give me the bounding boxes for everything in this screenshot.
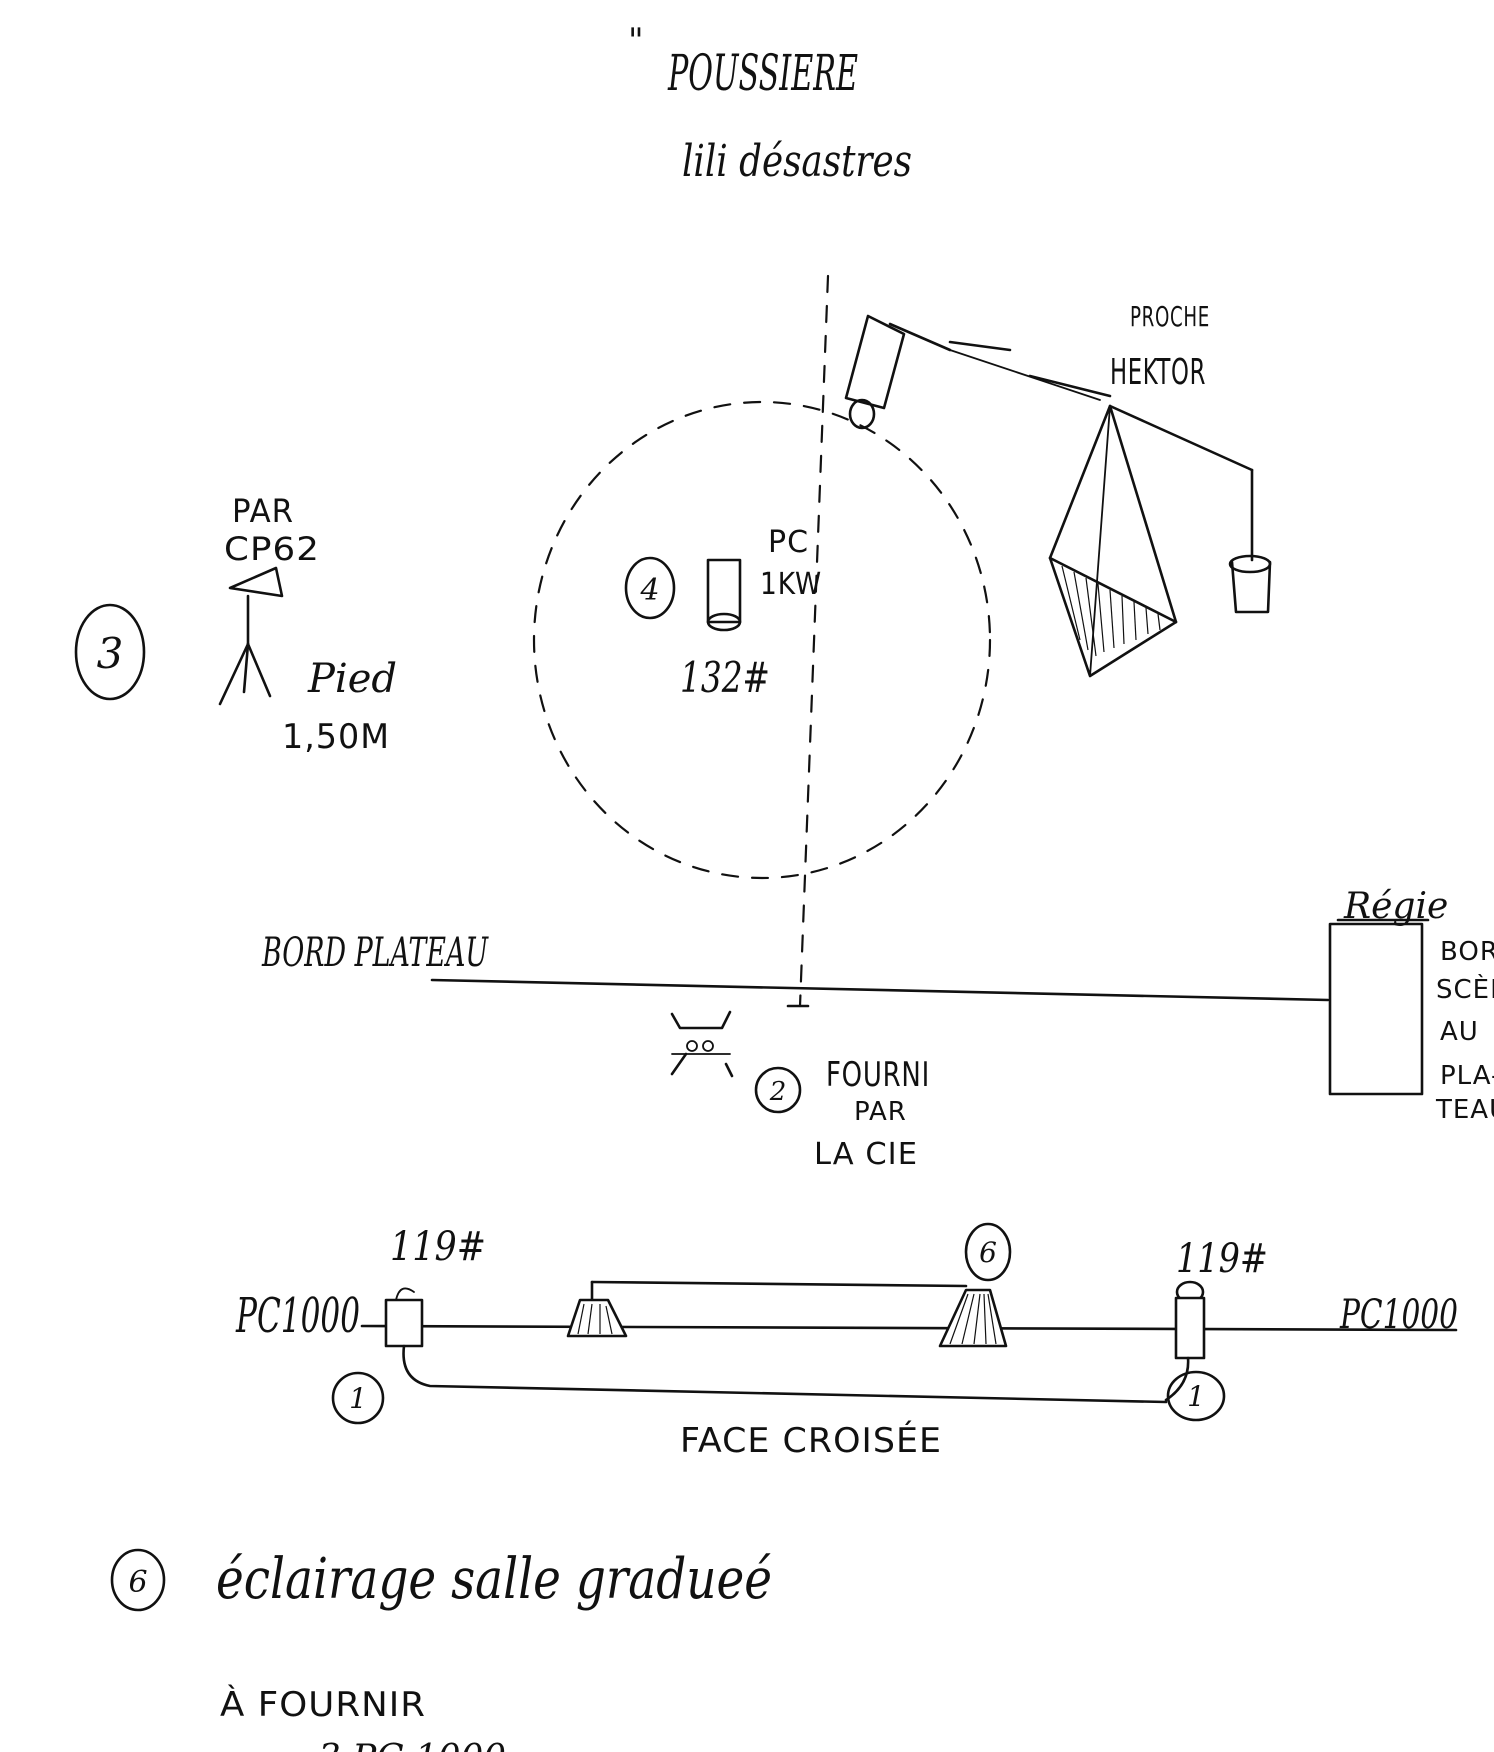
a-fournir-label: À FOURNIR <box>220 1684 426 1725</box>
svg-text:6: 6 <box>979 1236 997 1269</box>
fourni-par-la-cie: FOURNI PAR LA CIE <box>814 1055 930 1172</box>
house-light-title: éclairage salle gradueé <box>216 1547 772 1612</box>
proche-label: PROCHE <box>1130 300 1210 333</box>
pc-left-lamp-icon <box>384 1298 424 1348</box>
center-axis-line <box>786 274 830 1008</box>
light-pool-circle <box>532 400 992 880</box>
marker-3: 3 <box>74 603 146 701</box>
pc-right-lamp-icon <box>1174 1296 1206 1360</box>
front-rail: PC1000 PC1000 <box>235 1280 1458 1344</box>
title-quote-mark: " <box>628 21 644 61</box>
floor-lamp <box>670 1010 734 1078</box>
hektor-counterweight-icon <box>1230 560 1272 614</box>
marker-6-rail: 6 <box>964 1222 1012 1282</box>
page-title: POUSSIERE <box>667 44 858 102</box>
face-croisee-label: FACE CROISÉE <box>680 1420 942 1461</box>
bord-scene-line-3: AU <box>1440 1017 1479 1047</box>
bord-plateau-label: BORD PLATEAU <box>261 930 489 976</box>
pc1000-right-lamp: 119# <box>1164 1236 1268 1402</box>
svg-text:1: 1 <box>349 1382 367 1415</box>
wash-lamp-6 <box>938 1288 1008 1348</box>
fourni-label: FOURNI <box>826 1055 930 1095</box>
bord-plateau: BORD PLATEAU <box>261 930 1330 1002</box>
pc-label: PC <box>768 525 809 560</box>
pc-power-label: 1KW <box>760 567 822 602</box>
marker-6-note <box>110 1548 166 1612</box>
top-projector <box>844 314 1101 430</box>
small-wash-icon <box>566 1298 628 1338</box>
pc-1kw-lamp: PC 1KW 132# <box>680 525 822 702</box>
gel-119-left-label: 119# <box>390 1224 486 1270</box>
svg-text:4: 4 <box>639 573 659 608</box>
marker-1-right: 1 <box>1166 1370 1226 1422</box>
a-fournir-qty-label: 3 PC 1000 <box>318 1738 506 1752</box>
marker-4: 4 <box>624 556 676 620</box>
bord-scene-line-1: BORD <box>1440 937 1494 967</box>
svg-text:6: 6 <box>128 1565 147 1600</box>
pied-label: Pied <box>307 656 397 702</box>
bord-scene-line-2: SCÈNE <box>1436 973 1494 1005</box>
svg-text:1: 1 <box>1187 1380 1205 1413</box>
pc1000-left-label: PC1000 <box>235 1288 360 1344</box>
pc-lamp-icon <box>706 558 742 624</box>
pc1000-left-lamp: 119# <box>384 1224 1168 1404</box>
par-model-label: CP62 <box>224 530 320 568</box>
svg-text:2: 2 <box>769 1077 787 1107</box>
pied-height-label: 1,50M <box>282 717 390 757</box>
title-block: " POUSSIERE lili désastres <box>628 21 912 187</box>
bord-scene-line-4: PLA- <box>1440 1061 1494 1091</box>
regie-booth: Régie BORD SCÈNE AU PLA- TEAU <box>1328 886 1494 1125</box>
projector-icon <box>844 314 906 410</box>
proche-hektor-fixture: PROCHE HEKTOR <box>1028 300 1272 678</box>
gel-132-label: 132# <box>680 653 770 702</box>
hektor-label: HEKTOR <box>1110 352 1206 393</box>
bord-scene-line-5: TEAU <box>1435 1095 1494 1125</box>
gel-119-right-label: 119# <box>1176 1236 1268 1282</box>
page-subtitle: lili désastres <box>682 136 912 187</box>
cross-face-link <box>402 1344 1168 1404</box>
par-lamp-icon <box>228 566 284 598</box>
house-light-note: 6 éclairage salle gradueé À FOURNIR 3 PC… <box>110 1547 772 1752</box>
rail-bar <box>360 1324 1458 1332</box>
marker-1-left: 1 <box>331 1371 385 1425</box>
fourni-par-label: PAR <box>854 1097 907 1127</box>
floor-lamp-icon <box>670 1010 732 1030</box>
small-wash-lamp <box>566 1298 628 1338</box>
stage-edge-line <box>430 978 1330 1002</box>
marker-2: 2 <box>754 1066 802 1114</box>
svg-text:3: 3 <box>97 629 124 678</box>
par-cp62-lamp: PAR CP62 Pied 1,50M <box>218 492 397 757</box>
fourni-cie-label: LA CIE <box>814 1137 918 1172</box>
regie-box-icon <box>1328 922 1424 1096</box>
par-label: PAR <box>232 492 294 530</box>
